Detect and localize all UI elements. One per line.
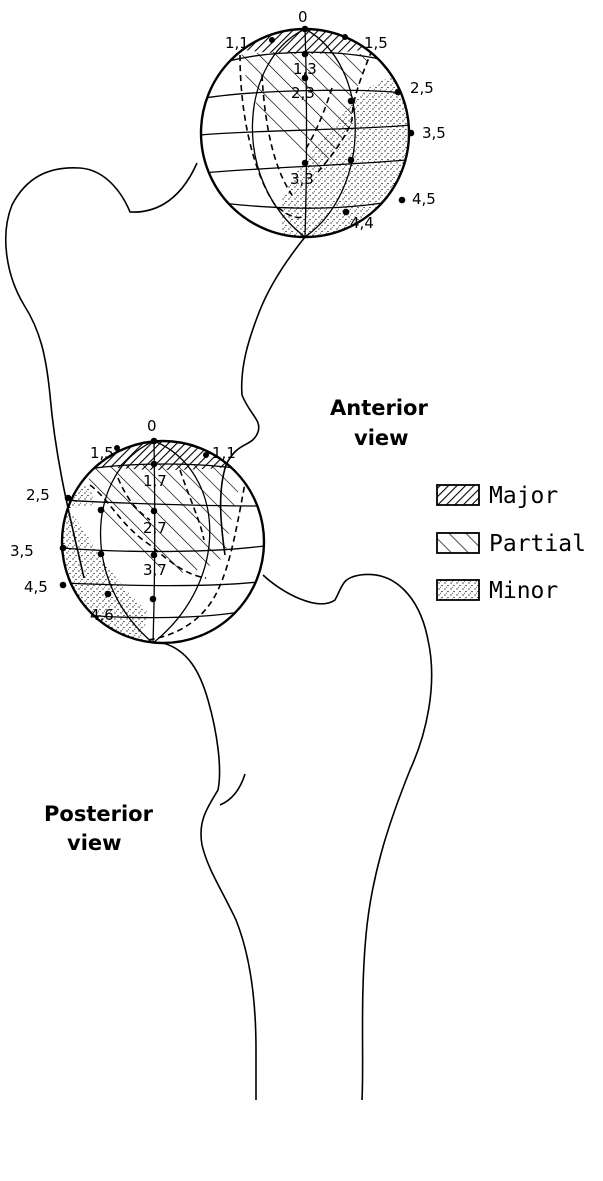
anterior-label-2-5: 2,5	[410, 79, 434, 97]
posterior-caption-line1: Posterior	[44, 802, 154, 826]
anterior-label-4-4: 4,4	[350, 214, 374, 232]
posterior-label-1-5: 1,5	[90, 444, 114, 462]
anterior-label-3-5: 3,5	[422, 124, 446, 142]
legend: Major Partial Minor	[437, 483, 586, 604]
posterior-femoral-head	[55, 435, 270, 650]
legend-item-minor: Minor	[437, 578, 558, 604]
anterior-label-1-5: 1,5	[364, 34, 388, 52]
posterior-femur-lateral-outline	[263, 574, 432, 1100]
posterior-view: 0 1,5 1,1 1,7 2,5 2,7 3,5 3,7 4,5 4,6 Po…	[10, 417, 432, 1100]
posterior-label-0: 0	[147, 417, 157, 435]
legend-item-major: Major	[437, 483, 558, 509]
anterior-caption-line2: view	[354, 426, 409, 450]
anterior-label-2-3: 2,3	[291, 84, 315, 102]
legend-label-partial: Partial	[489, 531, 586, 557]
anterior-label-0: 0	[298, 8, 308, 26]
anterior-caption-line1: Anterior	[330, 396, 428, 420]
anterior-label-3-3: 3,3	[290, 170, 314, 188]
anterior-label-1-1: 1,1	[225, 34, 249, 52]
posterior-label-4-6: 4,6	[90, 606, 114, 624]
posterior-label-2-5: 2,5	[26, 486, 50, 504]
posterior-label-2-7: 2,7	[143, 519, 167, 537]
legend-label-minor: Minor	[489, 578, 558, 604]
posterior-label-3-7: 3,7	[143, 561, 167, 579]
posterior-caption-line2: view	[67, 831, 122, 855]
posterior-label-1-1: 1,1	[212, 444, 236, 462]
legend-label-major: Major	[489, 483, 558, 509]
posterior-label-1-7: 1,7	[143, 472, 167, 490]
posterior-label-3-5: 3,5	[10, 542, 34, 560]
legend-item-partial: Partial	[437, 531, 586, 557]
posterior-femur-ridge	[220, 774, 245, 805]
anterior-label-4-5: 4,5	[412, 190, 436, 208]
anterior-label-1-3: 1,3	[293, 60, 317, 78]
posterior-label-4-5: 4,5	[24, 578, 48, 596]
posterior-femur-medial-outline	[163, 643, 256, 1100]
